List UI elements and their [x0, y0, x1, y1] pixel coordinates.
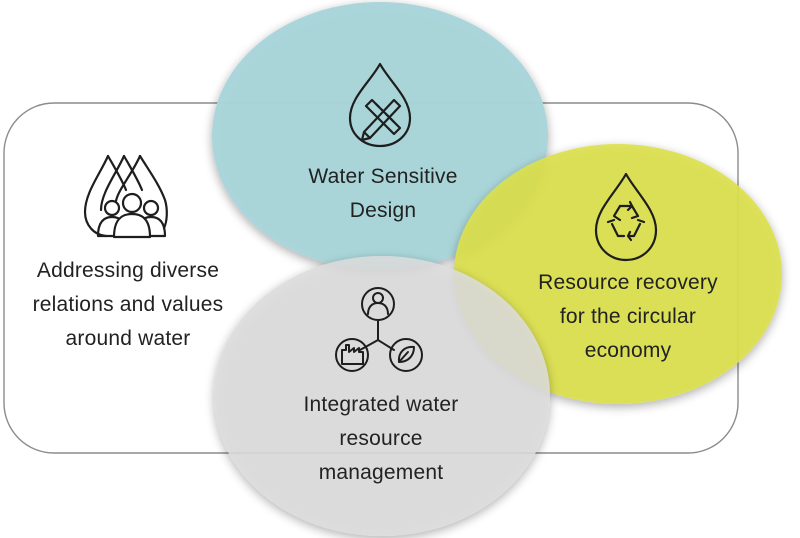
- resource-recovery-line-1: Resource recovery: [538, 271, 718, 294]
- water-sensitive-design-circle: [212, 2, 548, 270]
- water-sensitive-design-line-2: Design: [349, 199, 417, 222]
- water-sensitive-design-label: Water Sensitive Design: [278, 160, 488, 228]
- resource-recovery-line-2: for the circular: [559, 305, 697, 328]
- water-drops-people-icon: [83, 154, 168, 239]
- water-sensitive-design-line-1: Water Sensitive: [308, 165, 458, 188]
- resource-recovery-line-3: economy: [584, 339, 672, 362]
- diverse-relations-line-3: around water: [65, 327, 191, 350]
- drop-pencil-ruler-icon: [348, 62, 412, 148]
- integrated-management-label: Integrated water resource management: [276, 388, 486, 490]
- diverse-relations-label: Addressing diverse relations and values …: [20, 254, 236, 356]
- integrated-management-line-2: resource: [339, 427, 423, 450]
- integrated-management-line-1: Integrated water: [303, 393, 459, 416]
- diverse-relations-line-2: relations and values: [32, 293, 224, 316]
- integrated-management-line-3: management: [318, 461, 444, 484]
- person-factory-leaf-network-icon: [335, 287, 423, 372]
- drop-recycle-icon: [594, 172, 658, 262]
- diverse-relations-line-1: Addressing diverse: [36, 259, 220, 282]
- resource-recovery-label: Resource recovery for the circular econo…: [528, 266, 728, 368]
- resource-recovery-circle: [454, 144, 782, 404]
- integrated-management-circle: [214, 256, 550, 536]
